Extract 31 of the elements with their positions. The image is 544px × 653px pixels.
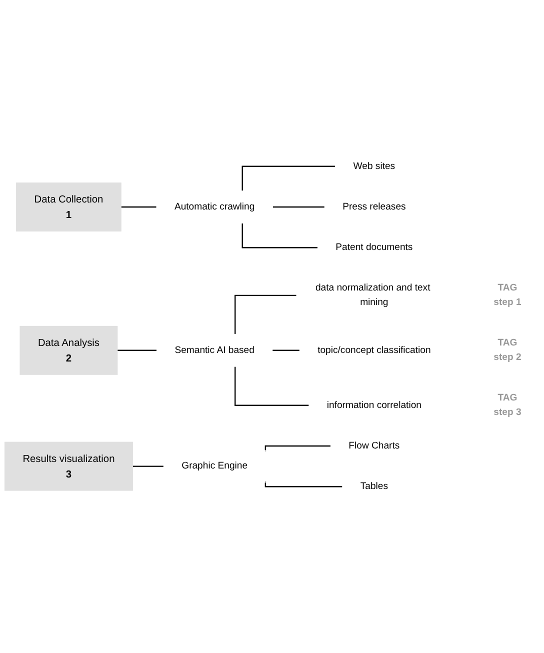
connector [242, 223, 318, 248]
node-box: Data Analysis 2 [20, 326, 118, 375]
node-label: TAG [498, 338, 518, 348]
connector [264, 481, 342, 488]
node-text: Flow Charts [348, 440, 400, 451]
node-text: Graphic Engine [182, 460, 248, 472]
node-label: TAG [498, 282, 518, 294]
connector [120, 206, 157, 208]
node-text: Semantic AI based [174, 345, 254, 356]
node-text: Press releases [342, 202, 406, 212]
connector [272, 206, 325, 208]
connector [264, 445, 331, 452]
connector [132, 466, 164, 467]
node-text: Patent documents [336, 242, 413, 252]
connector [234, 294, 296, 334]
connector [242, 166, 336, 191]
node-text: Tables [360, 481, 388, 492]
connector [116, 350, 157, 351]
node-box: Data Collection 1 [16, 182, 122, 232]
node-text: information correlation [326, 400, 422, 410]
node-text: Automatic crawling [174, 202, 255, 212]
node-label: step 3 [494, 407, 522, 418]
node-text: data normalization and text mining [315, 282, 430, 308]
node-label: step 1 [494, 297, 522, 308]
node-label: step 2 [494, 352, 522, 362]
connector [234, 366, 309, 406]
node-text: topic/concept classification [318, 345, 431, 356]
node-label: TAG [498, 392, 518, 403]
node-box: Results visualization 3 [4, 442, 133, 491]
connector [272, 350, 300, 351]
node-text: Web sites [353, 161, 396, 172]
